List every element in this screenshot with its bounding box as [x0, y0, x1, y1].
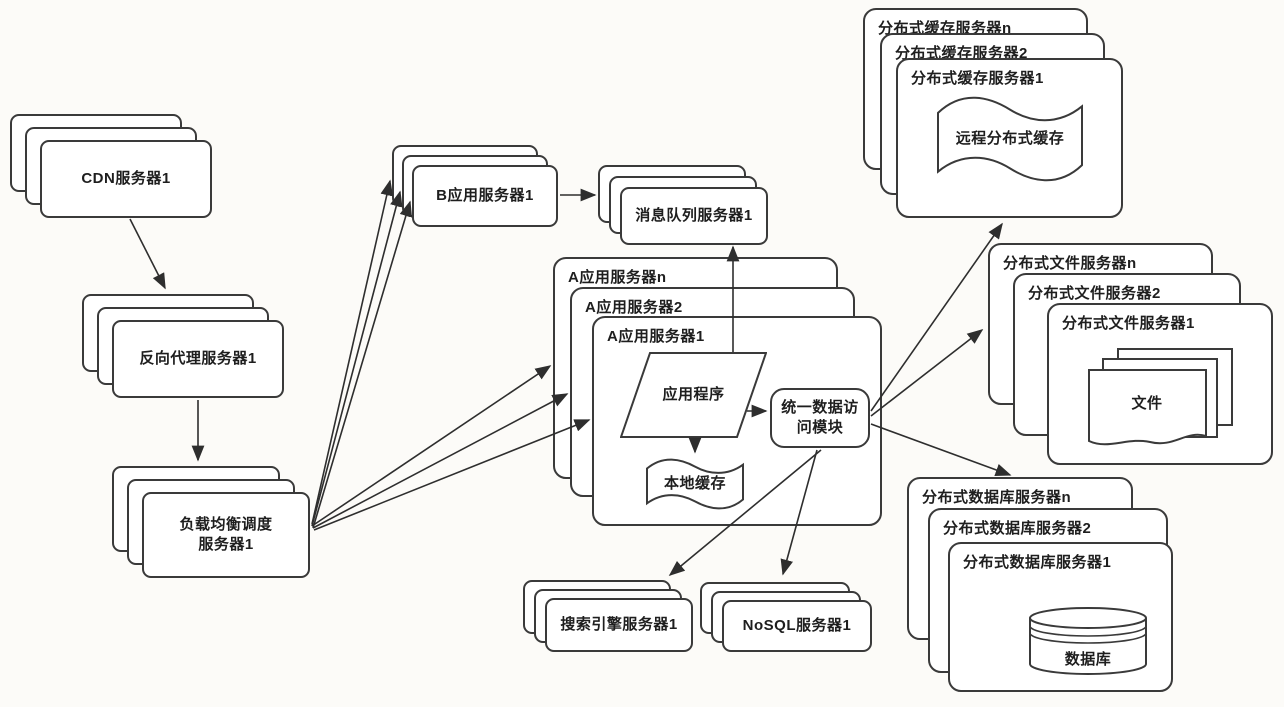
search-engine-label: 搜索引擎服务器1: [560, 615, 678, 633]
distributed-db-2-label: 分布式数据库服务器2: [943, 520, 1092, 537]
remote-distributed-cache-node: 远程分布式缓存: [935, 90, 1085, 188]
arrow-lb-to-bapp-1: [311, 179, 394, 525]
arrow-lb-to-aapp-1: [311, 365, 552, 527]
reverse-proxy-node: 反向代理服务器1: [112, 320, 284, 398]
cdn-server-label: CDN服务器1: [81, 169, 171, 187]
unified-data-access-label-line2: 问模块: [796, 419, 844, 436]
arrow-uda-to-cache: [870, 222, 1003, 412]
nosql-label: NoSQL服务器1: [742, 616, 852, 634]
reverse-proxy-label: 反向代理服务器1: [139, 349, 257, 367]
distributed-db-n-label: 分布式数据库服务器n: [922, 489, 1072, 506]
distributed-file-2-label: 分布式文件服务器2: [1028, 285, 1161, 302]
app-program-label: 应用程序: [662, 385, 725, 403]
distributed-file-n-label: 分布式文件服务器n: [1003, 255, 1137, 272]
files-label: 文件: [1131, 395, 1163, 412]
database-label: 数据库: [1064, 650, 1112, 668]
arrow-lb-to-bapp-2: [311, 190, 403, 527]
distributed-db-1-label: 分布式数据库服务器1: [963, 554, 1112, 571]
arrow-lb-to-bapp-3: [312, 200, 413, 529]
message-queue-node: 消息队列服务器1: [620, 187, 768, 245]
distributed-file-1-box: 分布式文件服务器1: [1047, 303, 1273, 465]
unified-data-access-label-line1: 统一数据访: [781, 398, 859, 416]
distributed-cache-n-label: 分布式缓存服务器n: [878, 20, 1012, 37]
distributed-cache-1-label: 分布式缓存服务器1: [911, 70, 1044, 87]
files-node: 文件: [1088, 348, 1234, 448]
arrow-cdn-to-proxy: [129, 218, 166, 290]
local-cache-label: 本地缓存: [663, 474, 726, 492]
arrow-lb-to-aapp-2: [312, 393, 569, 529]
unified-data-access-node: 统一数据访 问模块: [770, 388, 870, 448]
a-app-server-1-label: A应用服务器1: [607, 328, 705, 345]
search-engine-node: 搜索引擎服务器1: [545, 598, 693, 652]
cdn-server-node: CDN服务器1: [40, 140, 212, 218]
load-balancer-node: 负载均衡调度 服务器1: [142, 492, 310, 578]
nosql-node: NoSQL服务器1: [722, 600, 872, 652]
wave-shape: [935, 90, 1085, 188]
documents-shape: [1088, 348, 1234, 448]
message-queue-label: 消息队列服务器1: [635, 206, 753, 224]
database-node: 数据库: [1028, 606, 1148, 676]
a-app-server-2-label: A应用服务器2: [585, 299, 683, 316]
b-app-server-label: B应用服务器1: [436, 186, 534, 204]
distributed-file-1-label: 分布式文件服务器1: [1062, 315, 1195, 332]
distributed-cache-2-label: 分布式缓存服务器2: [895, 45, 1028, 62]
b-app-server-node: B应用服务器1: [412, 165, 558, 227]
load-balancer-label-line2: 服务器1: [198, 536, 254, 553]
parallelogram-shape: [620, 352, 767, 438]
arrow-uda-to-db: [870, 423, 1012, 477]
app-program-node: 应用程序: [620, 352, 767, 438]
load-balancer-label-line1: 负载均衡调度: [179, 515, 273, 533]
remote-distributed-cache-label: 远程分布式缓存: [955, 129, 1065, 147]
arrow-uda-to-file: [870, 329, 984, 417]
cylinder-shape: [1028, 606, 1148, 676]
arrow-lb-to-aapp-3: [313, 419, 591, 531]
local-cache-node: 本地缓存: [645, 455, 745, 513]
a-app-server-n-label: A应用服务器n: [568, 269, 667, 286]
